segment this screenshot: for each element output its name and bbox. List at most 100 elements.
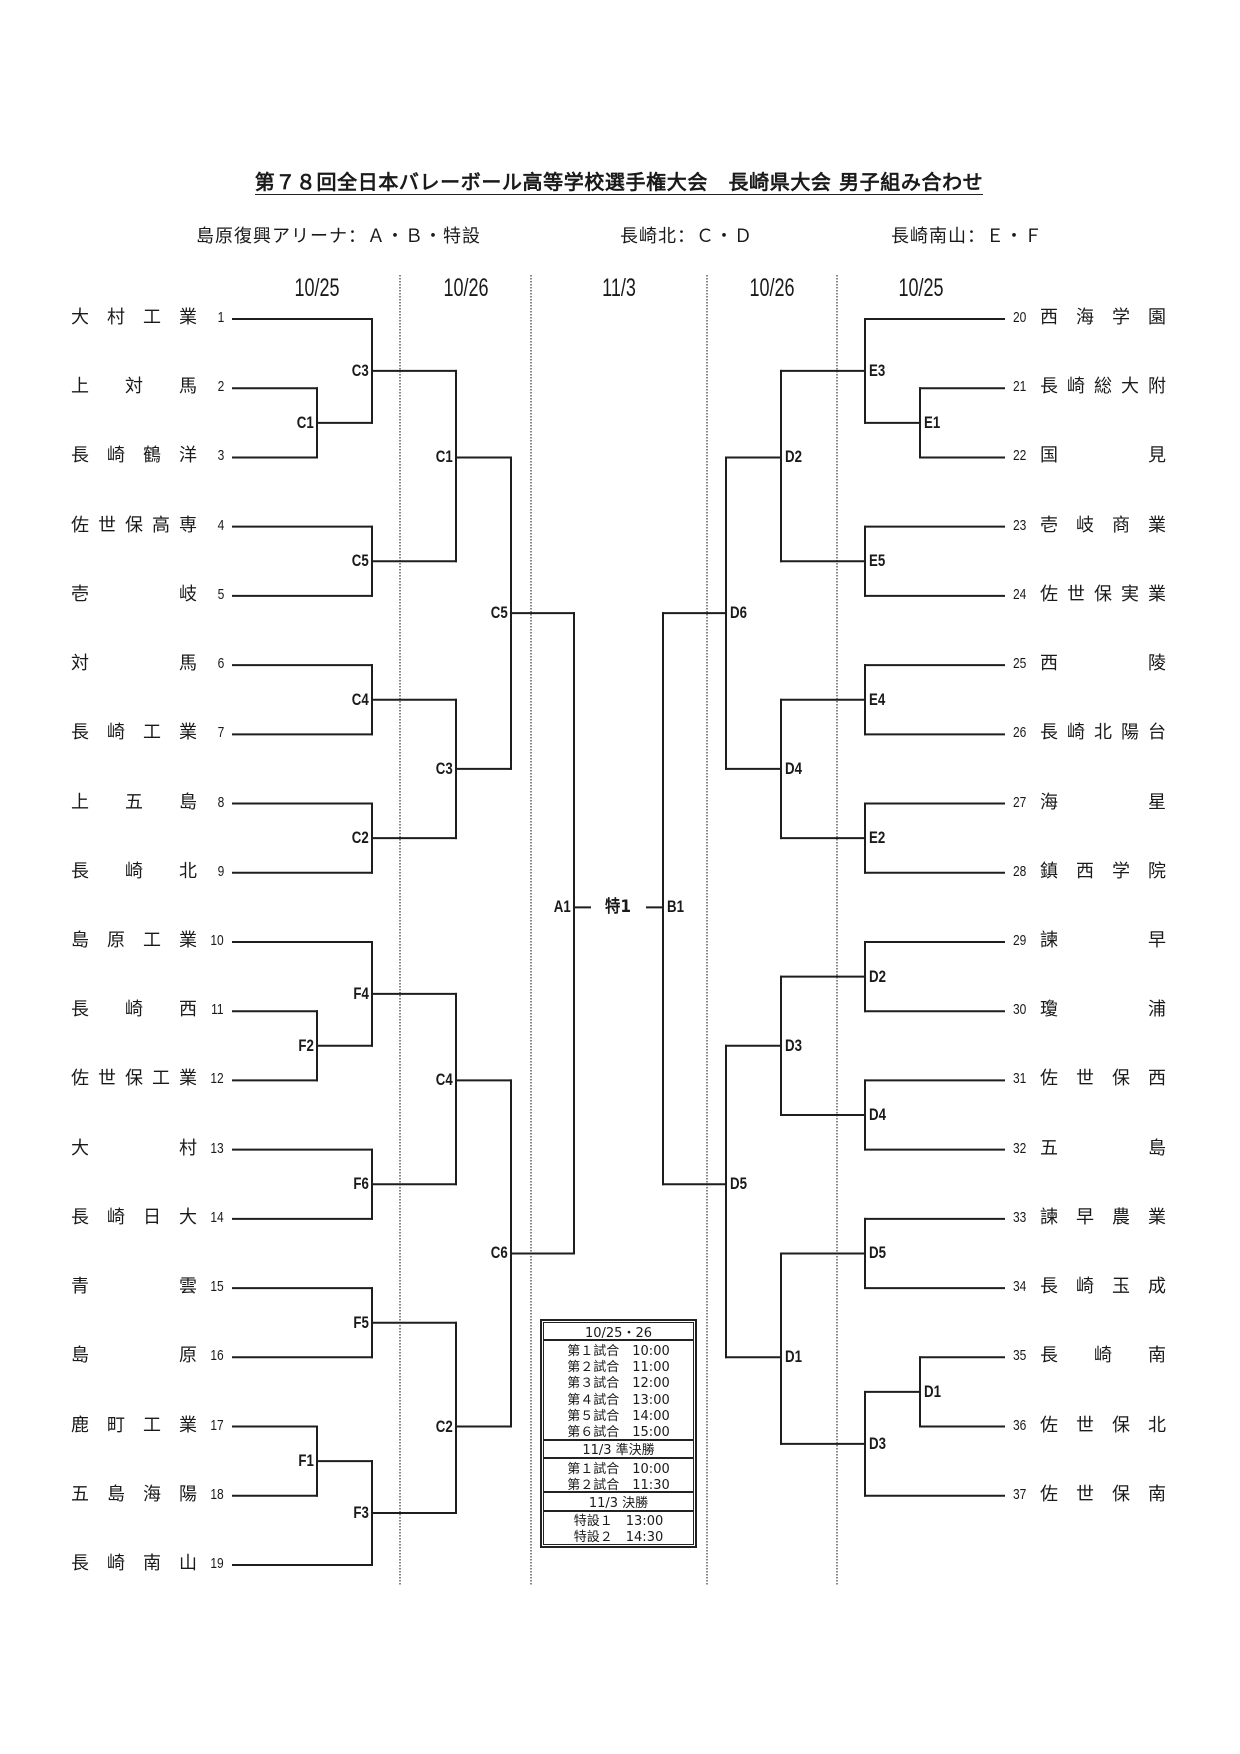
match-label: E2 <box>869 828 886 848</box>
team-name: 佐世保工業 <box>71 1067 197 1091</box>
team-name-char: 島 <box>107 1483 125 1505</box>
team-name-char: 山 <box>179 1552 197 1574</box>
team-name-char: 業 <box>179 1414 197 1436</box>
schedule-row: 第４試合 13:00 <box>567 1392 670 1407</box>
team-name-char: 村 <box>107 307 125 328</box>
team-name-char: 大 <box>71 1137 89 1159</box>
team-name-char: 長 <box>71 999 89 1021</box>
schedule-header: 11/3 決勝 <box>544 1491 693 1512</box>
team-name-char: 業 <box>179 1068 197 1090</box>
team-name-char: 学 <box>1112 307 1130 328</box>
team-seed-number: 18 <box>210 1485 224 1503</box>
team-name-char: 業 <box>1148 1206 1166 1228</box>
schedule-row: 第３試合 12:00 <box>567 1376 670 1390</box>
team-name-char: 業 <box>1148 583 1166 605</box>
team-name: 国見 <box>1040 444 1166 468</box>
team-name-char: 工 <box>143 929 161 951</box>
team-name: 対馬 <box>71 652 197 676</box>
match-label: C2 <box>436 1416 453 1436</box>
team-name: 長崎南 <box>1040 1344 1166 1368</box>
team-name-char: 陽 <box>179 1483 197 1505</box>
team-seed-number: 6 <box>217 655 224 673</box>
schedule-row: 第１試合 10:00 <box>567 1343 670 1358</box>
team-name-char: 島 <box>71 1345 89 1367</box>
team-name-char: 海 <box>143 1483 161 1505</box>
team-name: 西陵 <box>1040 652 1166 676</box>
team-name-char: 商 <box>1112 514 1130 536</box>
team-name: 諫早 <box>1040 929 1166 953</box>
team-name-char: 業 <box>179 929 197 951</box>
schedule-header: 10/25・26 <box>544 1323 693 1342</box>
team-seed-number: 2 <box>217 378 224 396</box>
team-name-char: 西 <box>179 999 197 1021</box>
match-label: D5 <box>869 1243 886 1263</box>
team-name-char: 西 <box>1076 860 1094 882</box>
team-name-char: 南 <box>1148 1483 1166 1505</box>
team-name-char: 西 <box>1040 653 1058 675</box>
team-name-char: 島 <box>179 791 197 813</box>
match-label: B1 <box>667 897 684 917</box>
team-name-char: 工 <box>143 1414 161 1436</box>
team-name-char: 世 <box>1067 583 1085 605</box>
match-label: D3 <box>869 1433 886 1453</box>
team-seed-number: 31 <box>1013 1070 1027 1088</box>
team-name-char: 原 <box>107 929 125 951</box>
team-name-char: 壱 <box>71 583 89 605</box>
date-header-right-round2: 10/26 <box>749 274 795 302</box>
team-name: 長崎日大 <box>71 1206 197 1230</box>
team-name-char: 崎 <box>125 860 143 882</box>
team-seed-number: 24 <box>1013 585 1027 603</box>
team-name-char: 農 <box>1112 1206 1130 1228</box>
team-name: 長崎北陽台 <box>1040 721 1166 745</box>
team-name-char: 崎 <box>125 999 143 1021</box>
team-name-char: 諫 <box>1040 1206 1058 1228</box>
team-name: 鹿町工業 <box>71 1414 197 1438</box>
team-name-char: 日 <box>143 1206 161 1228</box>
team-name-char: 保 <box>1112 1068 1130 1090</box>
team-name-char: 保 <box>1094 583 1112 605</box>
team-name-char: 長 <box>71 722 89 744</box>
match-label: D5 <box>730 1174 747 1194</box>
match-label: C5 <box>352 551 369 571</box>
team-name: 長崎工業 <box>71 721 197 745</box>
match-label: F3 <box>353 1503 369 1523</box>
team-seed-number: 20 <box>1013 309 1027 326</box>
team-name-char: 上 <box>71 376 89 398</box>
team-name-char: 浦 <box>1148 999 1166 1021</box>
date-header-left-round2: 10/26 <box>443 274 489 302</box>
team-name-char: 五 <box>71 1483 89 1505</box>
team-name-char: 学 <box>1112 860 1130 882</box>
team-name-char: 保 <box>1112 1414 1130 1436</box>
team-name-char: 崎 <box>1094 1345 1112 1367</box>
team-seed-number: 30 <box>1013 1001 1027 1019</box>
venue-label-shimabara: 島原復興アリーナ：Ａ・Ｂ・特設 <box>196 226 481 247</box>
team-name-char: 崎 <box>1067 722 1085 744</box>
team-seed-number: 37 <box>1013 1485 1027 1503</box>
team-name: 長崎総大附 <box>1040 375 1166 399</box>
team-name: 壱岐商業 <box>1040 514 1166 538</box>
team-name-char: 青 <box>71 1276 89 1298</box>
team-name-char: 洋 <box>179 445 197 467</box>
team-name-char: 長 <box>71 1206 89 1228</box>
team-seed-number: 21 <box>1013 378 1027 396</box>
team-seed-number: 12 <box>210 1070 224 1088</box>
team-seed-number: 5 <box>217 585 224 603</box>
team-seed-number: 23 <box>1013 516 1027 534</box>
title-container: 第７８回全日本バレーボール高等学校選手権大会 長崎県大会 男子組み合わせ <box>0 170 1238 195</box>
schedule-row: 第２試合 11:00 <box>567 1360 670 1374</box>
team-name: 長崎鶴洋 <box>71 444 197 468</box>
team-name-char: 保 <box>1112 1483 1130 1505</box>
match-label: D4 <box>785 758 802 778</box>
final-match-label: 特1 <box>605 897 631 918</box>
team-name-char: 長 <box>1040 376 1058 398</box>
team-name-char: 専 <box>179 514 197 536</box>
match-label: C5 <box>491 603 508 623</box>
team-name-char: 長 <box>71 1552 89 1574</box>
team-seed-number: 27 <box>1013 793 1027 811</box>
team-name-char: 佐 <box>71 514 89 536</box>
team-seed-number: 15 <box>210 1278 224 1296</box>
match-label: C4 <box>436 1070 453 1090</box>
team-name-char: 岐 <box>1076 514 1094 536</box>
team-name: 壱岐 <box>71 583 197 607</box>
